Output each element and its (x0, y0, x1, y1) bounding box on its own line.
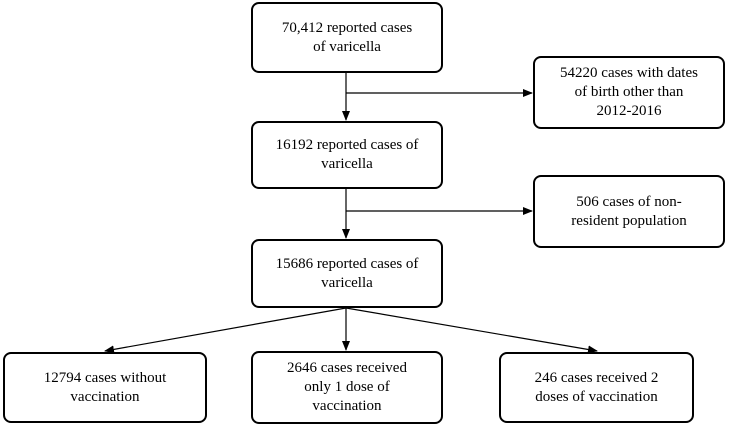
node-no-vaccination: 12794 cases without vaccination (3, 352, 207, 423)
arrow-to-no-vaccination (104, 307, 347, 354)
node-excluded-birth: 54220 cases with dates of birth other th… (533, 56, 725, 129)
node-no-vaccination-text: 12794 cases without vaccination (43, 369, 167, 405)
node-excluded-birth-text: 54220 cases with dates of birth other th… (560, 65, 698, 119)
node-after-birth-filter-text: 16192 reported cases of varicella (275, 137, 419, 172)
node-total-cases: 70,412 reported cases of varicella (251, 2, 443, 73)
node-total-cases-text: 70,412 reported cases of varicella (281, 19, 413, 55)
node-one-dose-text: 2646 cases received only 1 dose of vacci… (287, 360, 407, 414)
arrow-to-two-doses (345, 307, 598, 354)
node-after-birth-filter: 16192 reported cases of varicella (251, 121, 443, 189)
node-two-doses: 246 cases received 2 doses of vaccinatio… (499, 352, 694, 423)
node-excluded-resident-text: 506 cases of non- resident population (571, 193, 687, 229)
node-after-resident-filter: 15686 reported cases of varicella (251, 239, 443, 308)
node-after-resident-filter-text: 15686 reported cases of varicella (275, 255, 419, 291)
node-one-dose: 2646 cases received only 1 dose of vacci… (251, 351, 443, 424)
node-two-doses-text: 246 cases received 2 doses of vaccinatio… (534, 369, 659, 405)
node-excluded-resident: 506 cases of non- resident population (533, 175, 725, 248)
